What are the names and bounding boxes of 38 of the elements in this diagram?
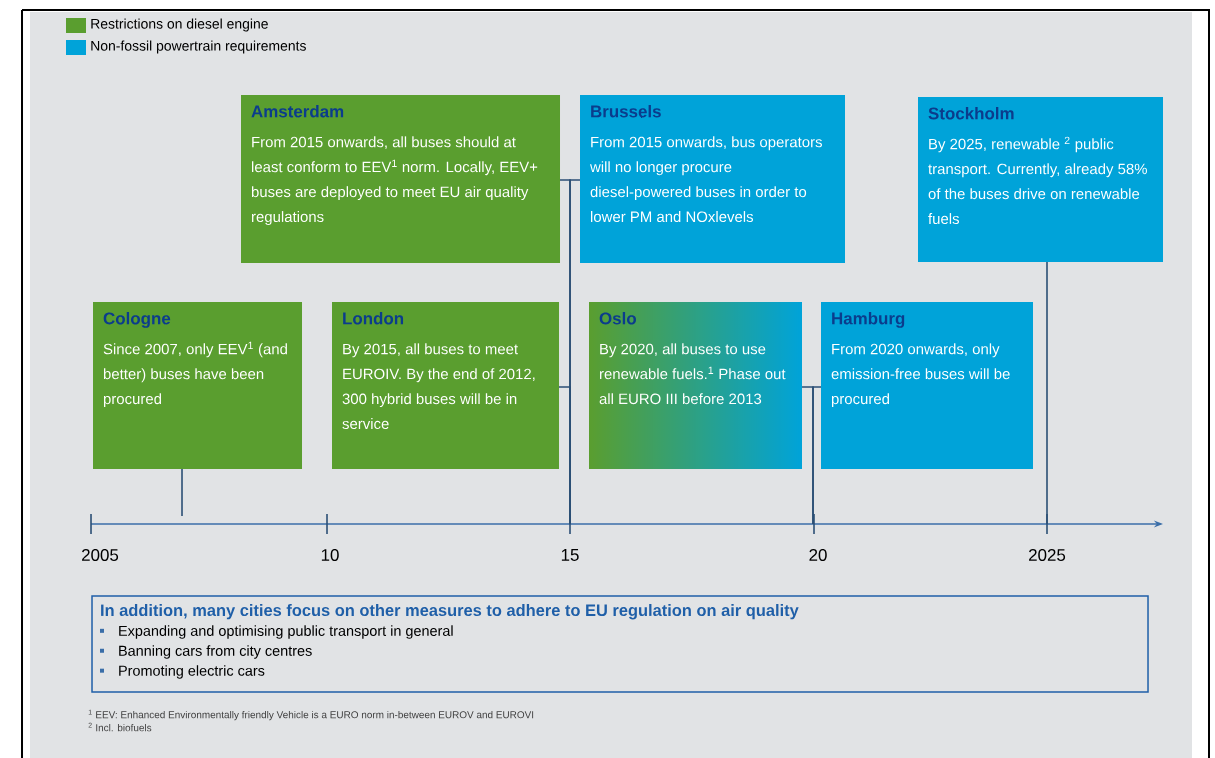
- connector-line: [558, 386, 571, 525]
- connector-line: [1046, 261, 1048, 525]
- bullet-item: Promoting electric cars: [100, 665, 265, 679]
- description: From 2015 onwards, all buses should at least conform to EEV$^{1}$ norm. Locally, EEV+ buses are deployed to meet EU air quality regulations: [252, 136, 538, 225]
- description: By 2025, renewable $^{2}$ public transport. Currently, already 58% of the buses drive on renewable fuels: [928, 136, 1147, 225]
- description: By 2015, all buses to meet EUROIV. By the end of 2012, 300 hybrid buses will be in service: [342, 343, 535, 430]
- tick-label: 2005: [82, 549, 119, 561]
- city-box: [918, 97, 1163, 262]
- description: Since 2007, only EEV$^{1}$ (and better) buses have been procured: [103, 341, 287, 408]
- city-name: Oslo: [599, 312, 636, 325]
- tick-label: 20: [809, 549, 827, 561]
- city-box: [821, 302, 1033, 469]
- tick-label: 2025: [1029, 549, 1066, 561]
- description: By 2020, all buses to use renewable fuels.$^{1}$ Phase out all EURO III before 2013: [599, 343, 786, 405]
- tick-label: 10: [321, 549, 339, 561]
- city-box: [332, 302, 559, 469]
- city-box: [241, 95, 560, 263]
- tick-label: 15: [561, 549, 579, 561]
- city-name: Amsterdam: [251, 105, 344, 118]
- connector-line: [181, 468, 183, 517]
- legend-label: Restrictions on diesel engine: [91, 18, 268, 32]
- bullet-item: Banning cars from city centres: [100, 645, 312, 659]
- box-heading: In addition, many cities focus on other measures to adhere to EU regulation on air quality: [101, 604, 799, 620]
- city-name: Stockholm: [928, 107, 1014, 120]
- connector-line: [812, 386, 822, 525]
- city-name: Cologne: [103, 312, 171, 328]
- city-box: [580, 95, 845, 263]
- bullet-item: Expanding and optimising public transport in general: [100, 625, 453, 639]
- note-box: [91, 595, 1149, 693]
- description: From 2015 onwards, bus operators will no longer procure diesel-powered buses in order to lower PM and NOxlevels: [590, 136, 822, 223]
- legend-label: Non-fossil powertrain requirements: [91, 40, 306, 54]
- description: From 2020 onwards, only emission-free buses will be procured: [831, 343, 1010, 408]
- city-box: [93, 302, 302, 469]
- city-name: Hamburg: [832, 312, 905, 328]
- city-name: London: [343, 312, 404, 325]
- city-name: Brussels: [591, 105, 661, 118]
- footnote: $^{1}$ EEV: Enhanced Environmentally friendly Vehicle is a EURO norm in-between EUROV and EUROVI: [88, 709, 534, 721]
- footnote: $^{2}$ Incl. biofuels: [88, 722, 152, 732]
